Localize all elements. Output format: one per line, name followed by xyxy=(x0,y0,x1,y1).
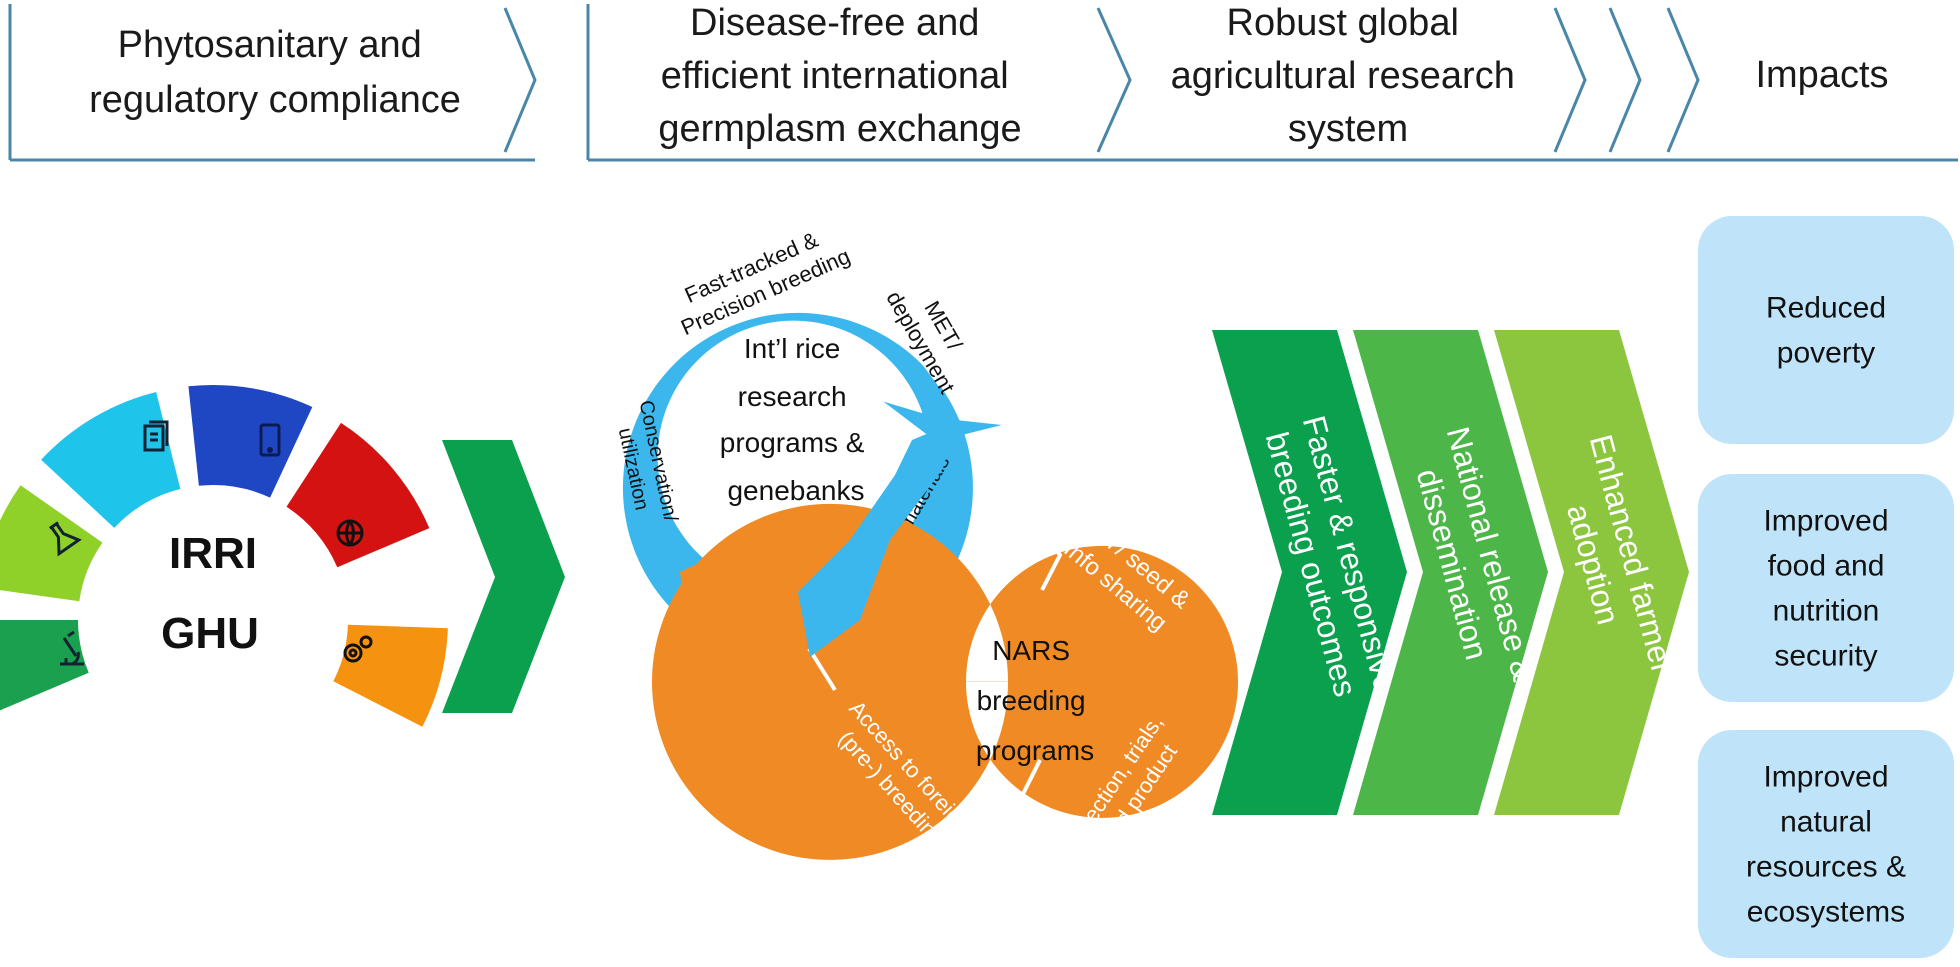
header-chevron-3 xyxy=(1553,7,1587,153)
header-stage3-title: Robust global agricultural research syst… xyxy=(1171,2,1526,150)
impact-box-3 xyxy=(1698,730,1954,958)
microscope-icon xyxy=(60,630,84,666)
document-icon xyxy=(143,420,169,452)
impact-box-1 xyxy=(1698,216,1954,444)
logo-text-ghu: GHU xyxy=(161,609,259,658)
globe-icon xyxy=(336,519,364,547)
top-cycle-separators xyxy=(618,238,950,418)
top-cycle-center-label: Int’l rice research programs & genebanks xyxy=(720,333,873,506)
outcome-chevron-1 xyxy=(1212,330,1407,815)
irri-to-nars-arrow xyxy=(798,420,960,657)
irri-ghu-logo: IRRI GHU xyxy=(0,385,448,727)
logo-segment-microscope xyxy=(0,620,89,711)
outcome-chevron-2 xyxy=(1353,330,1548,815)
outcome-chevron-3 xyxy=(1494,330,1689,815)
flask-icon xyxy=(49,521,82,557)
header-stage1-title: Phytosanitary and regulatory compliance xyxy=(89,24,461,121)
header-chevron-5 xyxy=(1666,7,1700,153)
impact-box-2 xyxy=(1698,474,1954,702)
logo-segment-flask xyxy=(0,485,103,602)
gears-icon xyxy=(343,635,373,663)
header-stage4-title: Impacts xyxy=(1755,54,1888,96)
logo-segment-document xyxy=(41,391,181,528)
header-band: Phytosanitary and regulatory compliance … xyxy=(8,2,1958,162)
logo-segment-tablet xyxy=(188,385,313,498)
logo-text-irri: IRRI xyxy=(169,529,257,578)
logo-segment-gears xyxy=(333,624,448,727)
logo-output-arrow xyxy=(442,440,565,713)
top-cycle-met-label: MET/ deployment xyxy=(881,273,984,398)
header-chevron-4 xyxy=(1608,7,1642,153)
logo-segment-globe xyxy=(286,422,430,568)
header-chevron-1 xyxy=(503,7,537,153)
tablet-icon xyxy=(259,423,281,457)
bottom-cycle-center-label: NARS breeding programs xyxy=(976,635,1094,766)
header-stage2-title: Disease-free and efficient international… xyxy=(658,2,1021,150)
header-chevron-2 xyxy=(1096,7,1132,153)
